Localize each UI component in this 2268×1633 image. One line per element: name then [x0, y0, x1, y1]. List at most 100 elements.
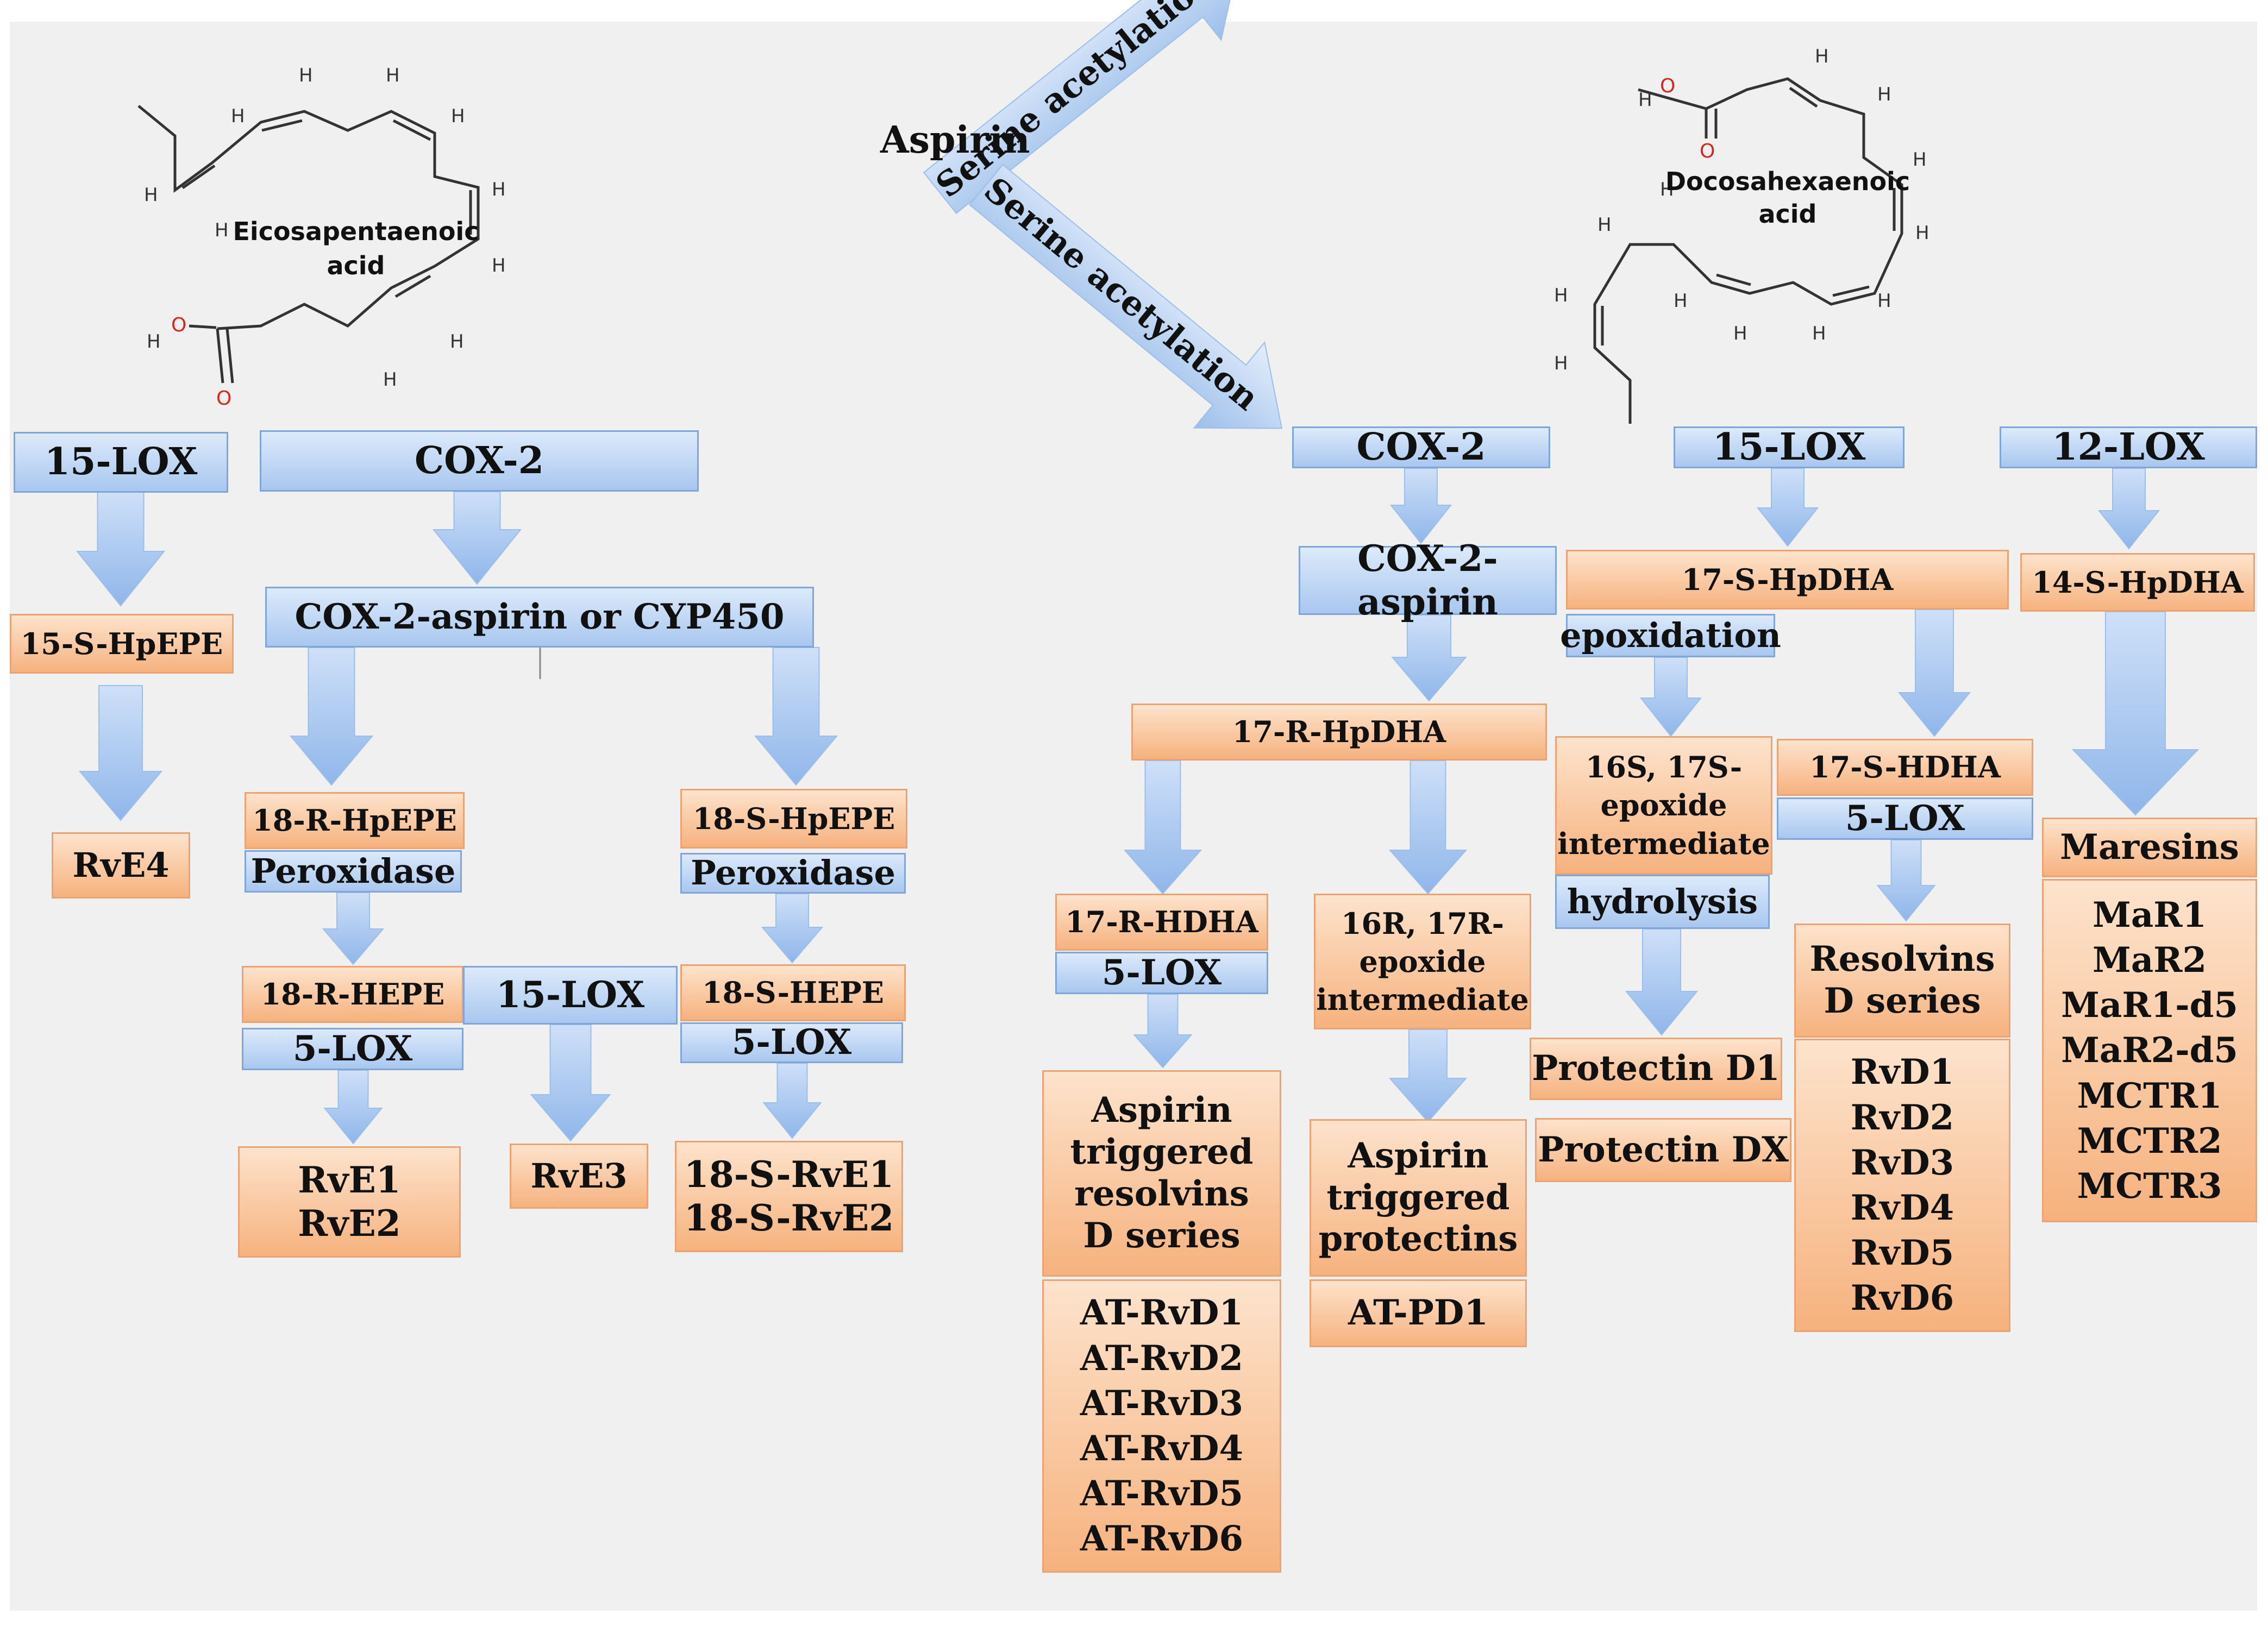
atom-h: H: [1877, 290, 1891, 312]
protectin-dx-box: Protectin DX: [1535, 1118, 1791, 1182]
epoxide-r-line: 16R, 17R-: [1340, 906, 1505, 941]
at-rvd1-label: AT-RvD1: [1080, 1292, 1244, 1334]
peroxidase-r-box: Peroxidase: [245, 850, 462, 893]
epoxidation-box: epoxidation: [1560, 614, 1781, 657]
atom-h: H: [450, 331, 464, 353]
flow-arrow: [432, 491, 522, 585]
rve1-rve2-box: RvE1 RvE2: [238, 1146, 461, 1258]
flow-arrow: [1391, 614, 1467, 702]
maresins-title-box: Maresins: [2042, 818, 2257, 877]
at-rvd3-label: AT-RvD3: [1080, 1383, 1244, 1424]
17-r-hpdha-box: 17-R-HpDHA: [1131, 704, 1547, 761]
dha-15-lox-box: 15-LOX: [1674, 425, 1904, 469]
rve1-label: RvE1: [298, 1159, 401, 1202]
18-s-hpepe-box: 18-S-HpEPE: [680, 789, 907, 849]
aspirin-triggered-resolvins-list-box: AT-RvD1 AT-RvD2 AT-RvD3 AT-RvD4 AT-RvD5 …: [1042, 1279, 1281, 1573]
at-protectins-title-line: triggered: [1326, 1177, 1510, 1218]
aspirin-label: Aspirin: [880, 118, 1030, 162]
epoxide-s-line: epoxide: [1600, 788, 1727, 823]
atom-h: H: [1733, 323, 1747, 344]
atom-h: H: [1554, 353, 1568, 374]
flow-arrow: [530, 1024, 611, 1142]
18-s-rve1-label: 18-S-RvE1: [684, 1153, 894, 1196]
epa-mid-15-lox-box: 15-LOX: [463, 966, 678, 1025]
mar1-d5-label: MaR1-d5: [2061, 985, 2238, 1026]
flow-arrow: [1123, 760, 1202, 895]
rve2-label: RvE2: [298, 1202, 401, 1245]
mar1-label: MaR1: [2092, 894, 2207, 935]
rvd2-label: RvD2: [1850, 1097, 1954, 1138]
atom-o: O: [1660, 75, 1675, 97]
dha-name-line1: Docosahexaenoic: [1665, 167, 1910, 196]
rvd1-label: RvD1: [1850, 1052, 1954, 1093]
epoxide-s-line: intermediate: [1557, 826, 1770, 861]
resolvins-d-series-title-box: Resolvins D series: [1794, 924, 2010, 1038]
12-lox-box: 12-LOX: [2000, 425, 2257, 469]
rvd6-label: RvD6: [1850, 1278, 1954, 1319]
atom-h: H: [492, 255, 506, 277]
maresins-list-box: MaR1 MaR2 MaR1-d5 MaR2-d5 MCTR1 MCTR2 MC…: [2042, 879, 2257, 1222]
at-rvd4-label: AT-RvD4: [1080, 1428, 1244, 1469]
at-rvd2-label: AT-RvD2: [1080, 1337, 1244, 1379]
5-lox-atrv-box: 5-LOX: [1055, 952, 1268, 994]
aspirin-triggered-protectins-box: Aspirin triggered protectins: [1310, 1119, 1527, 1277]
epoxide-r-line: intermediate: [1316, 982, 1529, 1018]
atom-h: H: [1660, 179, 1674, 200]
16r-17r-epoxide-box: 16R, 17R- epoxide intermediate: [1314, 894, 1531, 1029]
resolvins-d-series-list-box: RvD1 RvD2 RvD3 RvD4 RvD5 RvD6: [1794, 1039, 2010, 1332]
18-r-hpepe-box: 18-R-HpEPE: [245, 792, 465, 849]
18-s-rve1-rve2-box: 18-S-RvE1 18-S-RvE2: [675, 1141, 903, 1252]
at-pd1-box: AT-PD1: [1310, 1279, 1527, 1347]
mctr2-label: MCTR2: [2077, 1120, 2222, 1161]
at-resolvins-title-line: resolvins: [1074, 1173, 1249, 1214]
resolvins-title-line: D series: [1824, 981, 1981, 1021]
flow-arrow: [1388, 760, 1468, 895]
dha-name-line2: acid: [1758, 199, 1816, 229]
atom-h: H: [1554, 285, 1568, 306]
epa-name-line1: Eicosapentaenoic: [233, 217, 479, 246]
flow-arrow: [1625, 928, 1699, 1036]
flow-arrow: [289, 647, 374, 786]
14-s-hpdha-box: 14-S-HpDHA: [2020, 553, 2255, 612]
aspirin-triggered-resolvins-title-box: Aspirin triggered resolvins D series: [1042, 1070, 1281, 1277]
flow-arrow: [2097, 468, 2160, 550]
rvd3-label: RvD3: [1850, 1142, 1954, 1183]
flow-arrow: [1897, 609, 1971, 737]
flow-arrow: [1876, 839, 1936, 922]
peroxidase-s-box: Peroxidase: [680, 853, 906, 894]
18-s-hepe-box: 18-S-HEPE: [680, 964, 906, 1021]
epa-name-line2: acid: [327, 251, 385, 280]
atom-h: H: [451, 105, 465, 127]
18-r-hepe-box: 18-R-HEPE: [242, 966, 463, 1023]
protectin-d1-box: Protectin D1: [1530, 1038, 1782, 1100]
atom-o: O: [171, 314, 186, 336]
atom-h: H: [492, 179, 506, 200]
at-resolvins-title-line: triggered: [1070, 1132, 1254, 1173]
atom-h: H: [1638, 89, 1652, 111]
rve4-box: RvE4: [52, 832, 190, 899]
mctr3-label: MCTR3: [2077, 1165, 2222, 1207]
atom-h: H: [1597, 214, 1612, 236]
flow-arrow: [78, 685, 163, 821]
flow-arrow: [2071, 611, 2200, 816]
flow-arrow: [322, 892, 385, 965]
5-lox-r-box: 5-LOX: [242, 1028, 463, 1070]
atom-h: H: [231, 105, 245, 127]
flow-arrow: [1389, 468, 1452, 544]
atom-h: H: [215, 219, 229, 241]
atom-h: H: [147, 331, 161, 353]
atom-h: H: [386, 65, 400, 86]
flow-arrow: [754, 647, 838, 786]
atom-h: H: [144, 184, 158, 206]
rvd4-label: RvD4: [1850, 1188, 1954, 1228]
at-resolvins-title-line: D series: [1083, 1215, 1240, 1256]
5-lox-s-box: 5-LOX: [680, 1022, 903, 1063]
eicosapentaenoic-acid-structure: H H H H H H H H H H H O O Eicosapentaeno…: [137, 65, 506, 410]
flow-arrow: [1388, 1029, 1468, 1123]
17-r-hdha-box: 17-R-HDHA: [1055, 894, 1268, 951]
flow-arrow: [1133, 994, 1193, 1069]
epoxide-s-line: 16S, 17S-: [1585, 750, 1743, 785]
cox-2-aspirin-or-cyp450-box: COX-2-aspirin or CYP450: [265, 587, 814, 648]
atom-h: H: [1913, 149, 1927, 171]
